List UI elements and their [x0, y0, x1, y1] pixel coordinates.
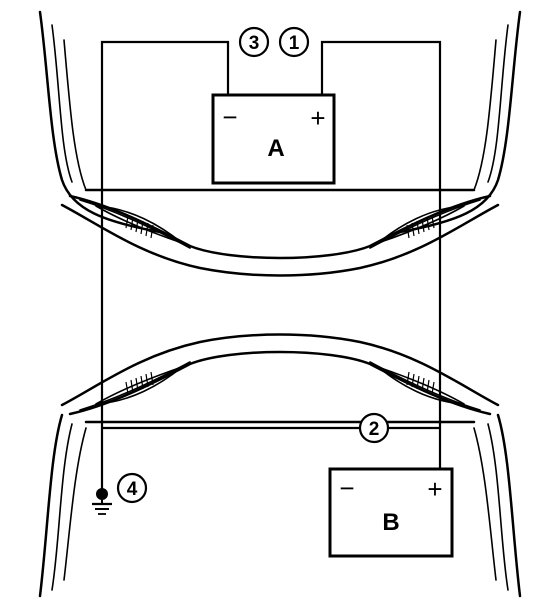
battery-b-label: B — [382, 509, 399, 536]
battery-b-positive-terminal: + — [427, 474, 442, 504]
ground-symbol-icon — [92, 488, 112, 515]
battery-a: − + A — [211, 93, 336, 185]
svg-text:2: 2 — [369, 419, 380, 440]
callout-4: 4 — [116, 472, 148, 504]
positive-cable — [320, 40, 442, 468]
headlamp-left — [95, 205, 183, 244]
callout-3: 3 — [238, 26, 270, 58]
vehicle-b-outline — [38, 333, 522, 598]
callout-2: 2 — [358, 412, 390, 444]
battery-a-positive-terminal: + — [310, 103, 325, 133]
callout-1: 1 — [278, 26, 310, 58]
headlamp-left-b — [95, 366, 183, 405]
negative-cable — [100, 40, 230, 490]
vehicle-a-outline — [38, 10, 522, 277]
battery-a-label: A — [267, 135, 284, 162]
svg-text:3: 3 — [249, 33, 260, 54]
svg-text:4: 4 — [127, 479, 138, 500]
battery-a-negative-terminal: − — [222, 102, 237, 132]
battery-b: − + B — [328, 467, 454, 558]
battery-b-negative-terminal: − — [339, 473, 354, 503]
svg-text:1: 1 — [289, 33, 300, 54]
